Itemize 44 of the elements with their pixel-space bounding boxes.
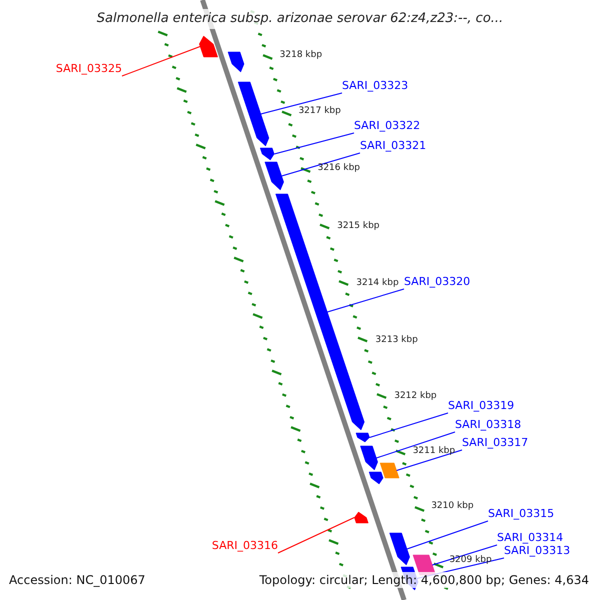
leader-line: [369, 412, 448, 438]
gene-block: [380, 462, 400, 478]
gene-label: SARI_03323: [342, 79, 408, 93]
accession-text: Accession: NC_010067: [7, 572, 148, 588]
gene-block: [238, 82, 270, 146]
gene-label: SARI_03313: [504, 544, 570, 558]
genome-info-text: Topology: circular; Length: 4,600,800 bp; Genes: 4,634: [257, 572, 591, 588]
gene-block: [228, 52, 244, 72]
gene-label: SARI_03320: [404, 275, 470, 289]
scale-label: 3210 kbp: [431, 501, 474, 512]
leader-line: [432, 544, 498, 566]
leader-line: [260, 92, 342, 114]
gene-label: SARI_03317: [462, 436, 528, 450]
leader-line: [376, 432, 456, 458]
scale-label: 3218 kbp: [280, 50, 322, 61]
scale-label: 3215 kbp: [337, 221, 380, 232]
leader-line: [406, 520, 488, 550]
gene-label: SARI_03325: [56, 62, 122, 76]
gene-block: [354, 512, 368, 524]
gene-block: [368, 472, 384, 484]
leader-line: [326, 288, 404, 312]
leader-line: [278, 517, 355, 554]
scale-label: 3217 kbp: [298, 106, 341, 117]
leader-line: [122, 46, 201, 76]
scale-label: 3213 kbp: [375, 335, 418, 346]
gene-block: [199, 36, 218, 58]
gene-label: SARI_03319: [448, 399, 514, 413]
gene-label: SARI_03322: [354, 119, 420, 133]
scale-label: 3209 kbp: [449, 555, 492, 566]
gene-label: SARI_03314: [497, 531, 564, 545]
scale-label: 3211 kbp: [412, 446, 456, 457]
leader-line: [274, 132, 354, 154]
gene-label: SARI_03318: [455, 418, 522, 432]
leader-line: [281, 152, 360, 176]
scale-label: 3216 kbp: [318, 163, 360, 174]
gene-block: [356, 432, 370, 442]
scale-label: 3214 kbp: [356, 278, 399, 289]
scale-label: 3212 kbp: [394, 391, 437, 402]
gene-label: SARI_03321: [360, 139, 426, 153]
gene-block: [260, 148, 274, 160]
gene-block: [389, 532, 410, 566]
gene-label: SARI_03316: [212, 539, 278, 553]
gene-label: SARI_03315: [488, 507, 554, 521]
leader-line: [396, 450, 462, 471]
